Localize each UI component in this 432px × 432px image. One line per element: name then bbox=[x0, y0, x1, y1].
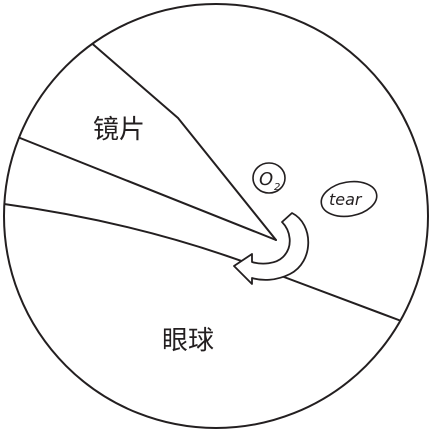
oxygen-symbol: O bbox=[259, 169, 273, 190]
magnifier-circle bbox=[3, 3, 429, 429]
tear-label: tear bbox=[329, 190, 363, 209]
tear-bubble: tear bbox=[320, 180, 378, 218]
eyeball-surface bbox=[4, 203, 405, 323]
curved-arrow-icon bbox=[233, 212, 310, 285]
lens-outer-edge bbox=[87, 39, 277, 241]
oxygen-bubble-outline bbox=[252, 162, 286, 194]
lens-label: 镜片 bbox=[93, 115, 145, 145]
oxygen-subscript: 2 bbox=[274, 182, 280, 193]
tear-bubble-outline bbox=[320, 180, 378, 218]
lens-inner-edge bbox=[9, 133, 277, 241]
oxygen-bubble: O 2 bbox=[252, 162, 286, 194]
eyeball-label: 眼球 bbox=[162, 326, 214, 356]
